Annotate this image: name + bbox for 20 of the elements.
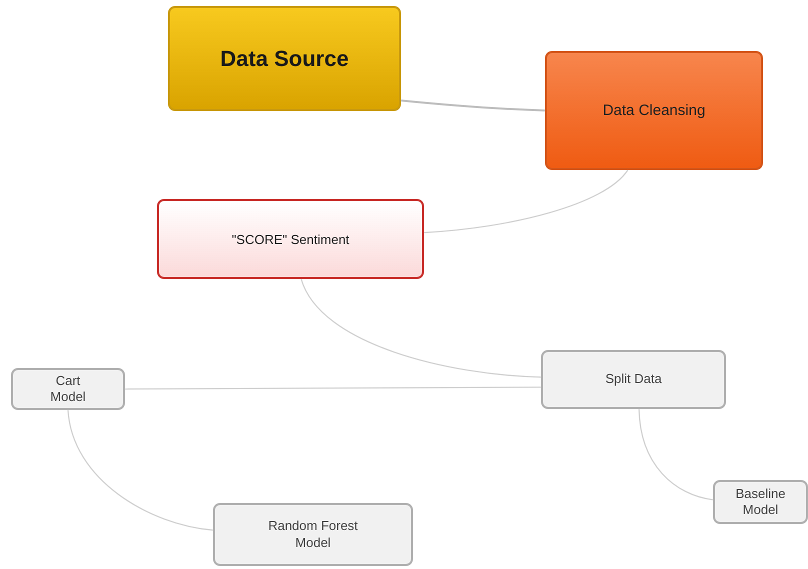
process-box <box>157 199 424 279</box>
connector-line <box>424 170 628 234</box>
process-box <box>541 350 726 409</box>
node-label: Split Data <box>605 371 662 388</box>
node-label: Baseline Model <box>734 486 786 518</box>
node-label: Data Cleansing <box>602 102 706 119</box>
process-box <box>545 51 763 170</box>
connector-line <box>125 386 541 390</box>
node-label: Cart Model <box>49 372 87 406</box>
process-box <box>713 480 808 524</box>
process-box <box>213 503 413 566</box>
process-box <box>168 6 401 111</box>
node-label: Random Forest Model <box>267 518 359 551</box>
connector-line <box>300 278 542 378</box>
node-label: Data Source <box>220 46 349 72</box>
process-box <box>11 368 125 410</box>
connector-line <box>400 100 546 112</box>
connector-line <box>67 410 214 531</box>
connector-line <box>638 408 714 500</box>
node-label: "SCORE" Sentiment <box>232 232 350 246</box>
